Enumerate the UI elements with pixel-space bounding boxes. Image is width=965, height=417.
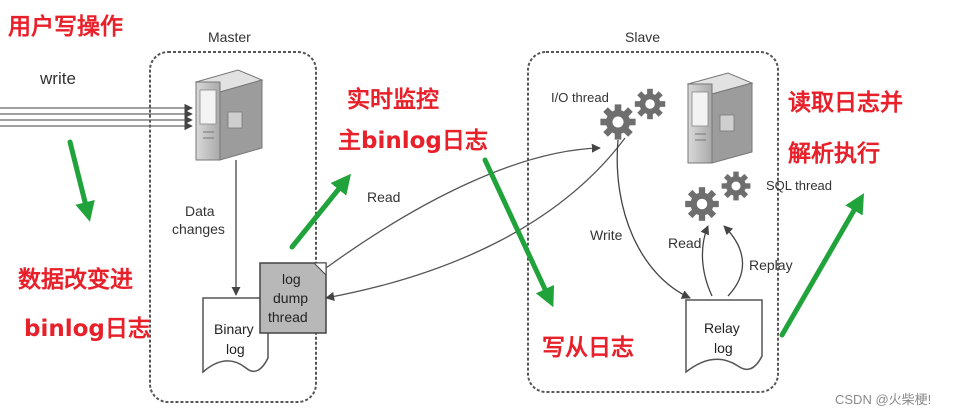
binary-log-document-icon: Binary log <box>202 297 269 374</box>
replay-arrow <box>723 225 744 297</box>
slave-server-icon <box>686 72 754 164</box>
annotation-monitor-2: 主binlog日志 <box>338 128 488 154</box>
io-thread-label: I/O thread <box>551 90 609 105</box>
relay-log-label-2: log <box>714 340 733 356</box>
slave-box <box>527 51 779 393</box>
annotation-data-change-2: binlog日志 <box>24 316 151 342</box>
read-curve-top <box>325 143 601 269</box>
green-arrow-monitor <box>289 173 352 250</box>
green-arrows <box>67 139 865 338</box>
write-arrow-slave <box>616 139 691 299</box>
annotation-data-change-1: 数据改变进 <box>18 266 133 293</box>
master-server-icon <box>194 69 264 161</box>
log-dump-label-2: dump <box>273 290 308 306</box>
read-arrow-slave <box>700 225 713 297</box>
master-title: Master <box>208 29 251 45</box>
green-arrow-user-write <box>67 139 95 222</box>
annotation-read-parse-2: 解析执行 <box>788 140 880 167</box>
write-label-slave: Write <box>590 227 623 243</box>
data-changes-label-2: changes <box>172 221 225 237</box>
log-dump-label-1: log <box>282 271 301 287</box>
master-box <box>149 51 317 403</box>
write-input-lines <box>0 103 193 131</box>
annotation-user-write: 用户写操作 <box>8 13 123 40</box>
relay-log-label-1: Relay <box>704 320 740 336</box>
write-label: write <box>39 69 76 88</box>
watermark: CSDN @火柴梗! <box>835 392 931 407</box>
log-dump-label-3: thread <box>268 309 308 325</box>
log-dump-thread-box: log dump thread <box>259 262 327 334</box>
slave-title: Slave <box>625 29 660 45</box>
annotation-read-parse-1: 读取日志并 <box>788 89 903 116</box>
green-arrow-parse <box>779 193 865 338</box>
replay-label: Replay <box>749 257 793 273</box>
binary-log-label-1: Binary <box>214 321 254 337</box>
annotation-write-slave: 写从日志 <box>542 335 634 361</box>
read-label-master: Read <box>367 189 400 205</box>
green-arrow-write-slave <box>482 157 555 308</box>
read-curve-bottom <box>325 137 626 301</box>
binary-log-label-2: log <box>226 341 245 357</box>
read-label-slave: Read <box>668 235 701 251</box>
sql-thread-label: SQL thread <box>766 178 832 193</box>
io-thread-gear-icon <box>600 88 666 140</box>
relay-log-document-icon: Relay log <box>685 299 763 374</box>
data-changes-label-1: Data <box>185 203 215 219</box>
sql-thread-gear-icon <box>685 171 751 221</box>
annotation-monitor-1: 实时监控 <box>347 86 439 113</box>
